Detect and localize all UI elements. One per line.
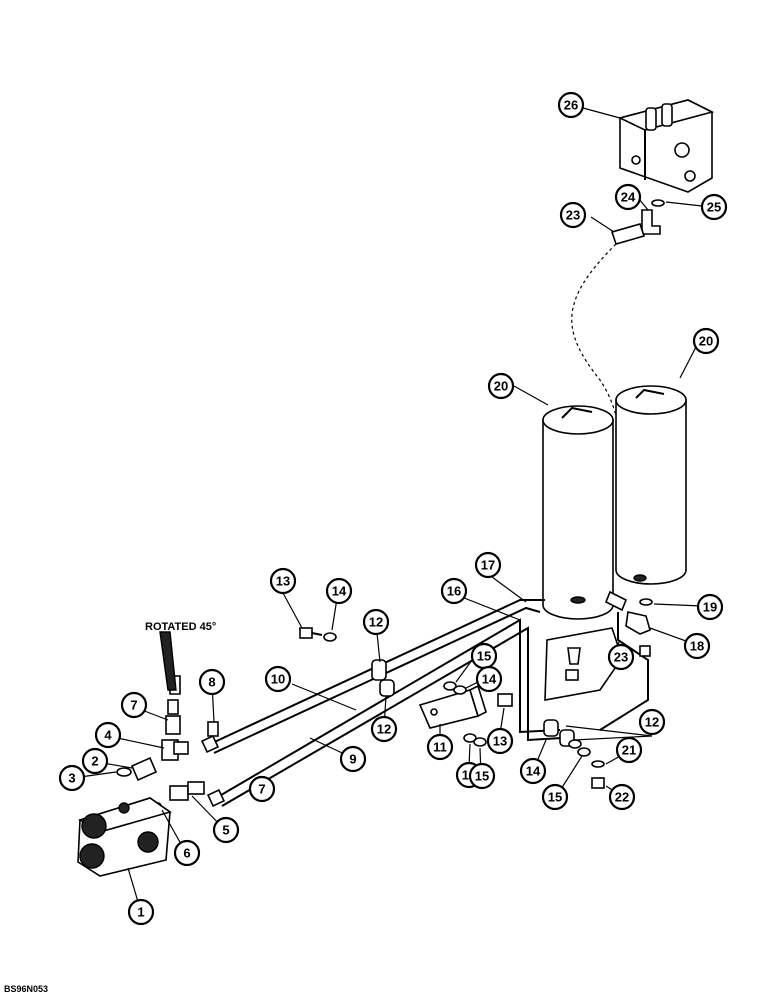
svg-text:12: 12 <box>369 615 383 630</box>
callout-21: 21 <box>615 736 643 764</box>
valve-block-26 <box>617 99 715 193</box>
fittings-accumulator-base <box>565 590 653 681</box>
svg-text:9: 9 <box>349 752 356 767</box>
callout-15-right: 15 <box>541 783 569 811</box>
callout-14-top: 14 <box>325 577 353 605</box>
svg-text:18: 18 <box>690 639 704 654</box>
callout-25: 25 <box>700 193 728 221</box>
callout-24: 24 <box>614 183 642 211</box>
fitting-2 <box>130 756 158 782</box>
svg-text:11: 11 <box>433 740 447 755</box>
callout-13-top: 13 <box>269 567 297 595</box>
callout-10: 10 <box>264 665 292 693</box>
accumulator-20-rear <box>615 385 687 585</box>
callout-17: 17 <box>474 551 502 579</box>
svg-text:16: 16 <box>447 584 461 599</box>
callout-4: 4 <box>94 721 122 749</box>
callout-5: 5 <box>212 816 240 844</box>
callout-6: 6 <box>173 839 201 867</box>
plug-22 <box>591 777 605 789</box>
callout-23-bottom: 23 <box>607 643 635 671</box>
svg-text:26: 26 <box>564 98 578 113</box>
callout-12-mid: 12 <box>370 715 398 743</box>
clamp-12-left <box>371 659 395 697</box>
tubes-16-17 <box>207 599 649 807</box>
svg-text:12: 12 <box>377 722 391 737</box>
svg-text:7: 7 <box>258 782 265 797</box>
svg-text:20: 20 <box>699 334 713 349</box>
svg-text:13: 13 <box>493 734 507 749</box>
svg-text:15: 15 <box>475 769 489 784</box>
callout-12-right: 12 <box>638 708 666 736</box>
callout-15-mid-top: 15 <box>470 642 498 670</box>
callout-8: 8 <box>198 668 226 696</box>
callout-16: 16 <box>440 577 468 605</box>
callout-3: 3 <box>58 764 86 792</box>
svg-text:13: 13 <box>276 574 290 589</box>
callout-19: 19 <box>696 593 724 621</box>
callout-20-rear: 20 <box>692 327 720 355</box>
svg-text:25: 25 <box>707 200 721 215</box>
svg-text:10: 10 <box>271 672 285 687</box>
callout-23-top: 23 <box>559 201 587 229</box>
svg-text:1: 1 <box>137 905 144 920</box>
svg-text:8: 8 <box>208 675 215 690</box>
washer-21 <box>591 760 605 768</box>
callout-14-right: 14 <box>519 757 547 785</box>
callout-7-bottom: 7 <box>248 775 276 803</box>
svg-text:14: 14 <box>482 672 497 687</box>
o-ring-3 <box>116 767 132 777</box>
svg-text:12: 12 <box>645 715 659 730</box>
callout-2: 2 <box>81 747 109 775</box>
callout-13-mid: 13 <box>486 727 514 755</box>
callout-18: 18 <box>683 632 711 660</box>
svg-text:15: 15 <box>477 649 491 664</box>
svg-text:2: 2 <box>91 754 98 769</box>
svg-text:23: 23 <box>614 650 628 665</box>
callout-11: 11 <box>426 733 454 761</box>
svg-text:6: 6 <box>183 846 190 861</box>
callout-7-top: 7 <box>120 691 148 719</box>
tee-fittings-4-5-6 <box>154 739 205 810</box>
callout-20-front: 20 <box>487 372 515 400</box>
drawing-id-label: BS96N053 <box>4 984 48 994</box>
svg-text:3: 3 <box>68 771 75 786</box>
valve-body-1 <box>77 797 172 877</box>
svg-text:15: 15 <box>548 790 562 805</box>
bolt-13 <box>299 627 513 707</box>
svg-text:7: 7 <box>130 698 137 713</box>
bracket-11 <box>418 684 487 729</box>
accumulator-20-front <box>542 405 614 620</box>
tubes-9-10 <box>200 734 226 808</box>
svg-text:17: 17 <box>481 558 495 573</box>
svg-text:20: 20 <box>494 379 508 394</box>
callout-12-top: 12 <box>362 608 390 636</box>
svg-text:14: 14 <box>332 584 347 599</box>
callout-26: 26 <box>557 91 585 119</box>
callout-1: 1 <box>127 898 155 926</box>
svg-text:14: 14 <box>526 764 541 779</box>
elbow-fitting-24 <box>641 199 665 235</box>
rotated-45-label: ROTATED 45° <box>145 621 216 633</box>
svg-text:24: 24 <box>621 190 636 205</box>
svg-text:21: 21 <box>622 743 636 758</box>
callout-15-bottom: 15 <box>468 762 496 790</box>
rotation-marker <box>159 631 177 691</box>
washers-nuts-14-15 <box>323 632 591 757</box>
svg-text:22: 22 <box>615 790 629 805</box>
callout-9: 9 <box>339 745 367 773</box>
svg-text:23: 23 <box>566 208 580 223</box>
accumulator-mount-bracket <box>544 627 623 701</box>
svg-text:19: 19 <box>703 600 717 615</box>
callout-14-mid: 14 <box>475 665 503 693</box>
svg-text:5: 5 <box>222 823 229 838</box>
svg-text:4: 4 <box>104 728 112 743</box>
callout-22: 22 <box>608 783 636 811</box>
